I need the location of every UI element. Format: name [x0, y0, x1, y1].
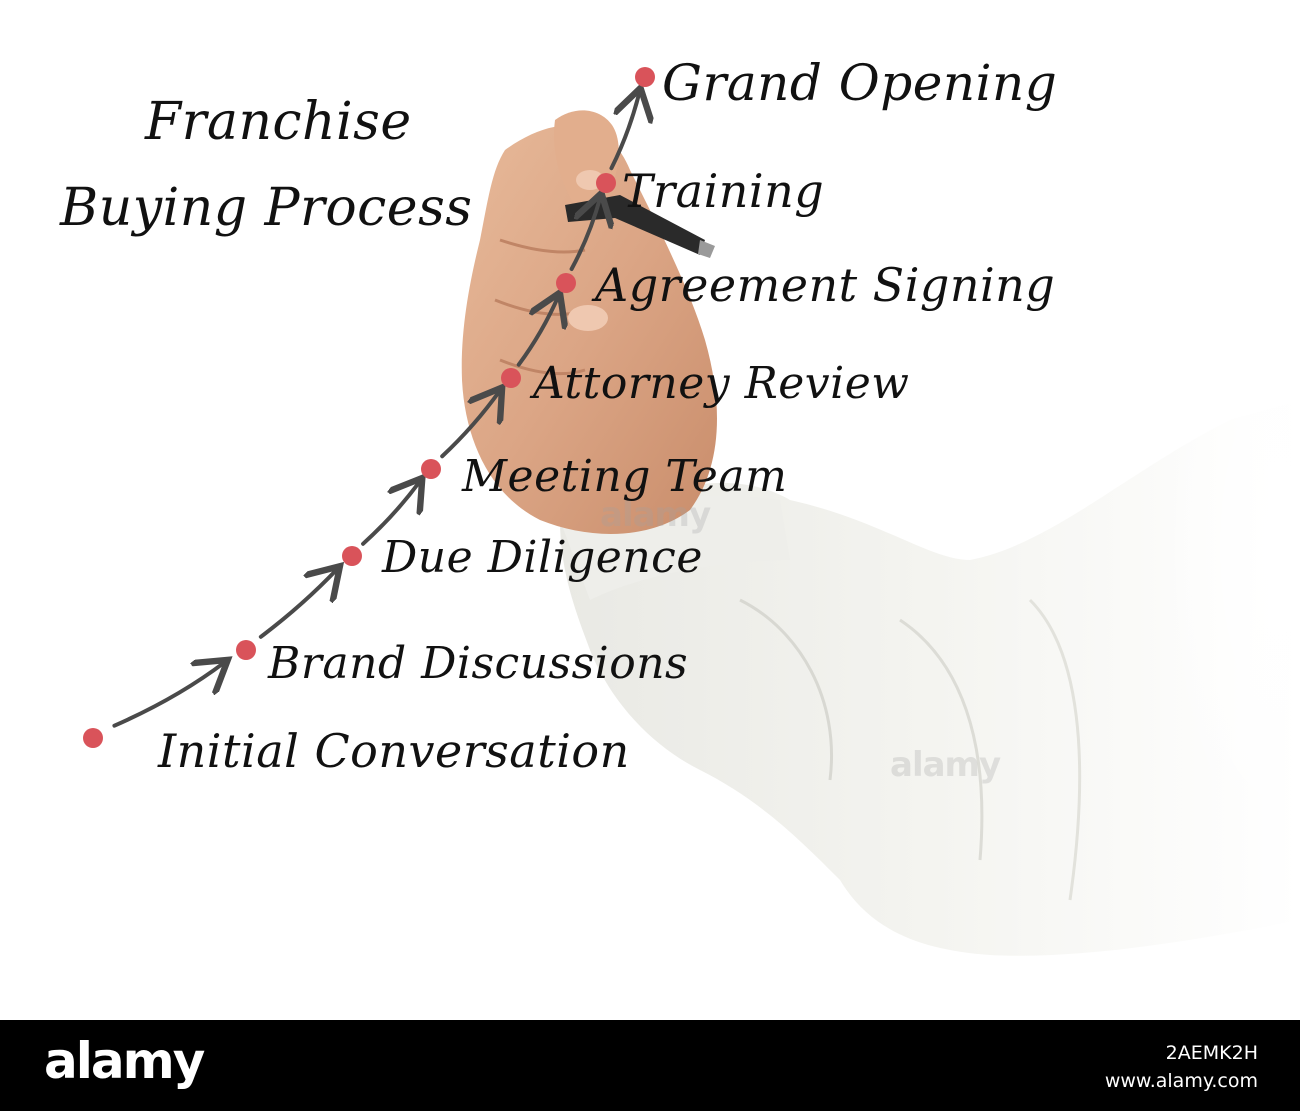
marker-cap — [698, 240, 715, 258]
step-label-training: Training — [622, 164, 825, 218]
knuckle-line — [499, 358, 586, 376]
flow-arrow — [440, 391, 500, 459]
watermark: alamy — [890, 745, 1001, 785]
flow-arrow — [258, 569, 337, 639]
step-dot — [596, 173, 616, 193]
diagram-title-line-2: Buying Process — [60, 178, 473, 238]
step-dot — [501, 368, 521, 388]
step-dot — [556, 273, 576, 293]
flow-arrow — [569, 197, 601, 271]
diagram-canvas: alamy alamy Franchise Buying Process Ini… — [60, 54, 1300, 956]
footer-url: www.alamy.com — [1104, 1070, 1258, 1092]
sleeve-fade — [1100, 380, 1300, 940]
step-label-agreement-signing: Agreement Signing — [595, 258, 1056, 312]
step-dot — [421, 459, 441, 479]
flow-arrow — [112, 662, 224, 728]
flow-arrow — [361, 481, 420, 546]
diagram-title-line-1: Franchise — [145, 92, 412, 152]
step-dot — [635, 67, 655, 87]
sleeve-fold — [739, 598, 833, 781]
footer-bar: alamy 2AEMK2H www.alamy.com — [0, 1020, 1300, 1111]
step-dot — [236, 640, 256, 660]
step-label-due-diligence: Due Diligence — [382, 532, 703, 583]
process-flow — [83, 67, 1300, 748]
image-id: 2AEMK2H — [1165, 1042, 1258, 1064]
thumbnail — [568, 305, 608, 331]
hand-with-marker-image — [461, 110, 1300, 956]
sleeve-fold — [899, 618, 984, 861]
alamy-logo: alamy — [44, 1032, 205, 1090]
flow-arrow — [609, 92, 639, 171]
step-label-initial-conversation: Initial Conversation — [158, 724, 630, 778]
step-dot — [342, 546, 362, 566]
watermark: alamy — [600, 495, 711, 535]
step-dot — [83, 728, 103, 748]
sleeve-fold — [1028, 598, 1082, 901]
knuckle-line — [499, 238, 586, 254]
flow-arrow — [516, 296, 559, 367]
step-label-brand-discussions: Brand Discussions — [268, 638, 689, 689]
step-label-meeting-team: Meeting Team — [462, 451, 788, 502]
step-label-attorney-review: Attorney Review — [533, 358, 910, 409]
step-label-grand-opening: Grand Opening — [662, 54, 1058, 112]
